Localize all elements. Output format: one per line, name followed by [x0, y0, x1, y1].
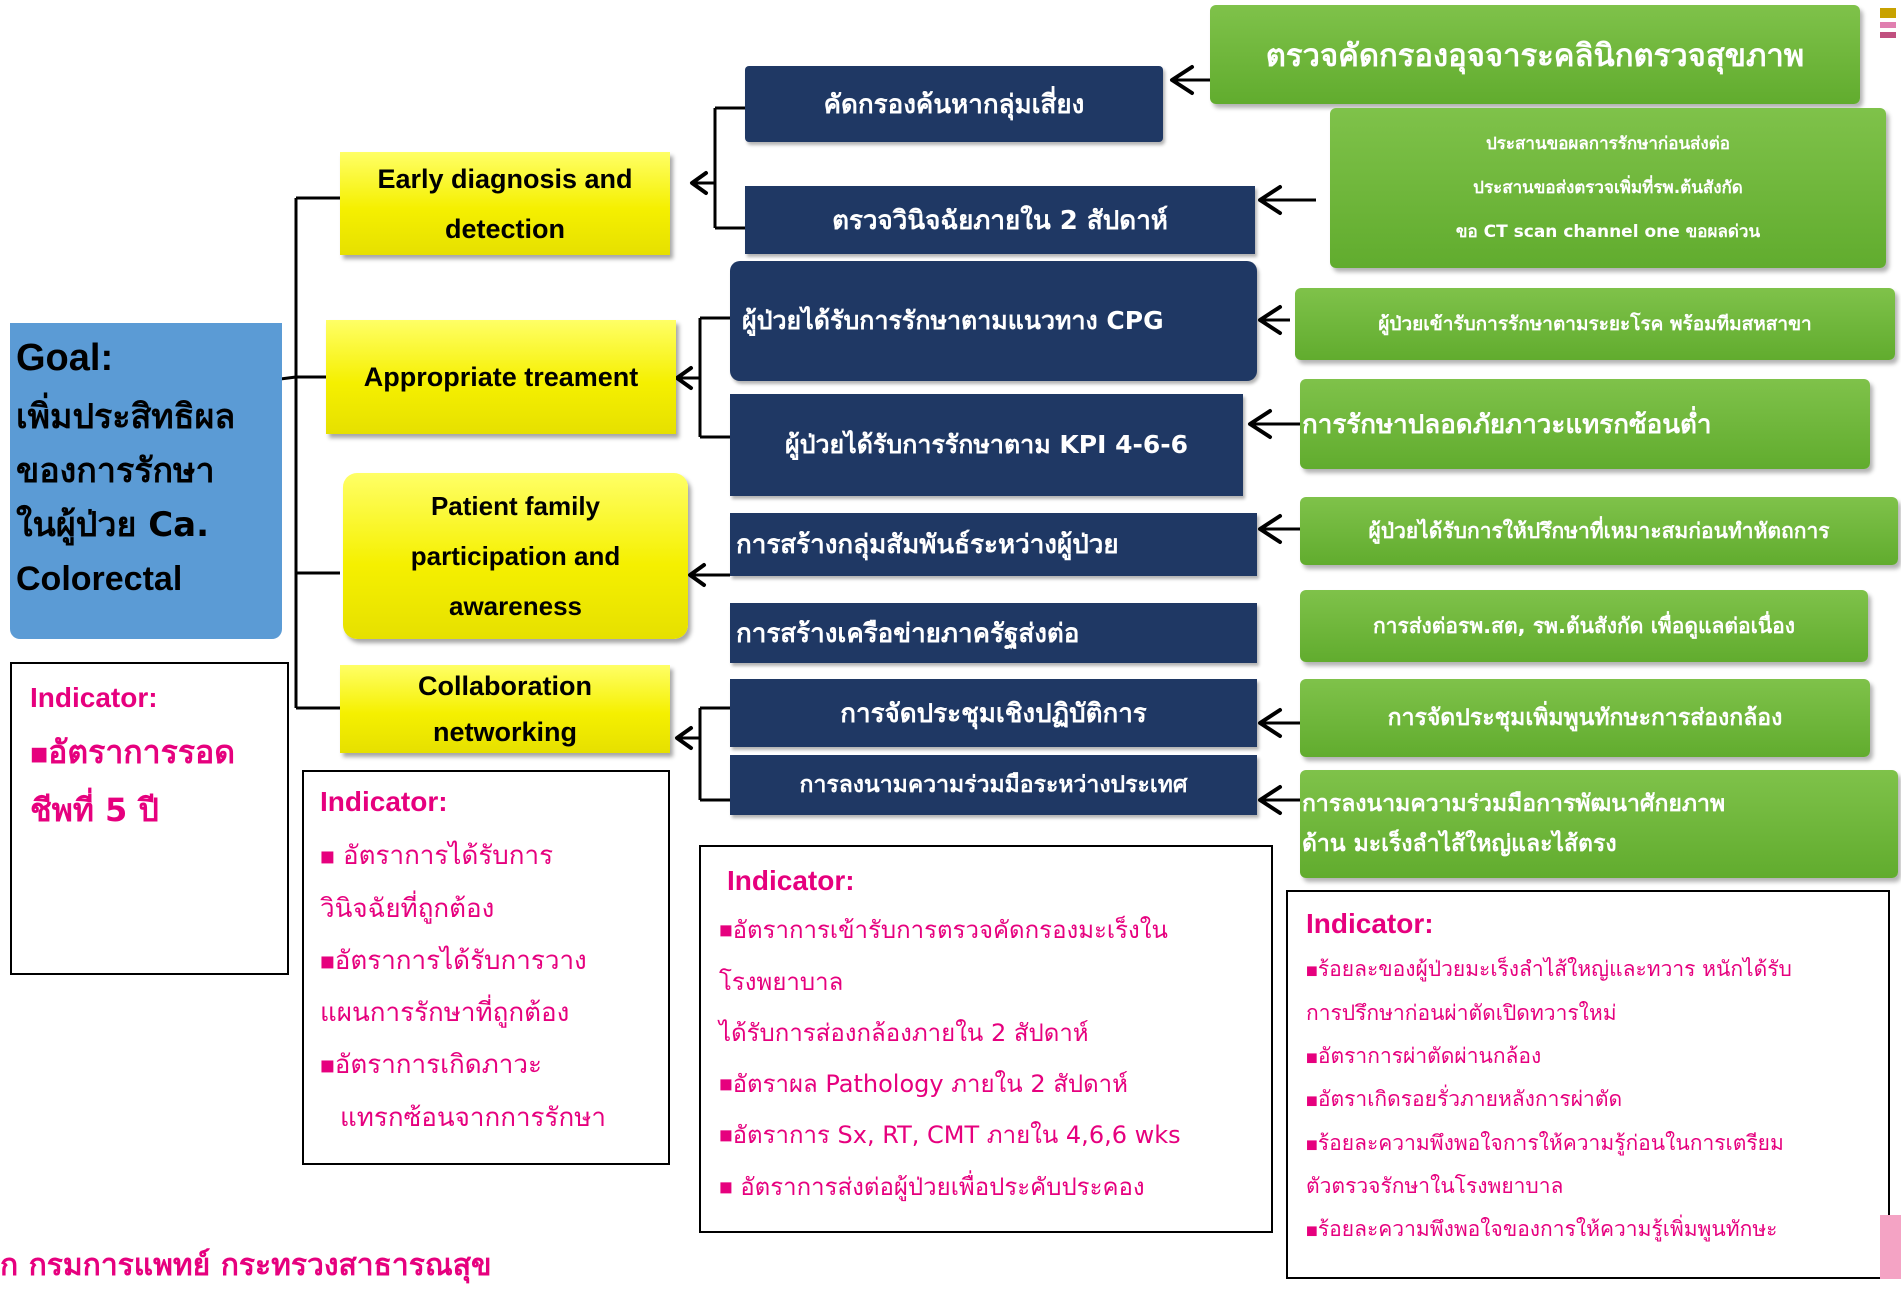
indicator-line: ชีพที่ 5 ปี — [30, 791, 159, 829]
indicator-line: ■อัตราการรอด — [30, 733, 236, 771]
action-diagnosis-2wk: ตรวจวินิจฉัยภายใน 2 สัปดาห์ — [745, 186, 1255, 254]
goal-line: เพิ่มประสิทธิผล — [16, 397, 236, 437]
detail-line: ประสานขอผลการรักษาก่อนส่งต่อ — [1485, 134, 1730, 154]
strategy-appropriate-treatment: Appropriate treament — [326, 320, 676, 434]
indicator-line: การปรึกษาก่อนผ่าตัดเปิดทวารใหม่ — [1306, 1000, 1617, 1025]
indicator-line: ■ร้อยละความพึงพอใจของการให้ความรู้เพิ่มพ… — [1306, 1217, 1778, 1241]
indicator-line: แทรกซ้อนจากการรักษา — [340, 1102, 606, 1133]
goal-line: ในผู้ป่วย Ca. — [16, 505, 210, 545]
indicator-box-networking: Indicator: ■ร้อยละของผู้ป่วยมะเร็งลำไส้ใ… — [1286, 890, 1890, 1279]
logo-icon — [1878, 6, 1898, 44]
detail-screening-clinic: ตรวจคัดกรองอุจจาระคลินิกตรวจสุขภาพ — [1210, 5, 1860, 104]
strategy-label: Appropriate treament — [363, 362, 639, 392]
indicator-heading: Indicator: — [320, 786, 448, 817]
indicator-line: ■อัตราการได้รับการวาง — [320, 945, 587, 976]
indicator-heading: Indicator: — [1306, 908, 1434, 939]
strategy-label: Early diagnosis and detection — [377, 163, 633, 244]
detail-multidisciplinary: ผู้ป่วยเข้ารับการรักษาตามระยะโรค พร้อมที… — [1295, 288, 1895, 360]
footer-organization: ก กรมการแพทย์ กระทรวงสาธารณสุข — [0, 1248, 492, 1283]
strategy-label: Collaboration networking — [418, 671, 592, 747]
action-cpg-treatment: ผู้ป่วยได้รับการรักษาตามแนวทาง CPG — [730, 261, 1257, 381]
goal-indicator-box: Indicator: ■อัตราการรอด ชีพที่ 5 ปี — [10, 662, 289, 975]
detail-referral: การส่งต่อรพ.สต, รพ.ต้นสังกัด เพื่อดูแลต่… — [1300, 590, 1868, 662]
detail-line: การจัดประชุมเพิ่มพูนทักษะการส่องกล้อง — [1387, 705, 1783, 731]
indicator-line: ■ร้อยละของผู้ป่วยมะเร็งลำไส้ใหญ่และทวาร … — [1306, 957, 1792, 981]
strategy-early-diagnosis: Early diagnosis and detection — [340, 152, 670, 255]
indicator-line: ■อัตราการ Sx, RT, CMT ภายใน 4,6,6 wks — [719, 1121, 1181, 1149]
indicator-line: แผนการรักษาที่ถูกต้อง — [320, 998, 570, 1028]
action-international-mou: การลงนามความร่วมมือระหว่างประเทศ — [730, 755, 1257, 815]
action-kpi-treatment: ผู้ป่วยได้รับการรักษาตาม KPI 4-6-6 — [730, 394, 1243, 496]
strategy-collaboration: Collaboration networking — [340, 665, 670, 753]
strategy-patient-family: Patient family participation and awarene… — [343, 473, 688, 639]
action-patient-group: การสร้างกลุ่มสัมพันธ์ระหว่างผู้ป่วย — [730, 513, 1257, 576]
detail-line: ประสานขอส่งตรวจเพิ่มที่รพ.ต้นสังกัด — [1473, 178, 1743, 198]
indicator-box-treatment: Indicator: ■อัตราการเข้ารับการตรวจคัดกรอ… — [699, 845, 1273, 1233]
action-public-network: การสร้างเครือข่ายภาครัฐส่งต่อ — [730, 603, 1257, 663]
detail-mou: การลงนามความร่วมมือการพัฒนาศักยภาพ ด้าน … — [1300, 770, 1898, 878]
detail-counseling: ผู้ป่วยได้รับการให้ปรึกษาที่เหมาะสมก่อนท… — [1300, 497, 1898, 565]
indicator-line: ■ร้อยละความพึงพอใจการให้ความรู้ก่อนในการ… — [1306, 1130, 1784, 1155]
indicator-line: โรงพยาบาล — [719, 967, 844, 996]
indicator-line: ■อัตราเกิดรอยรั่วภายหลังการผ่าตัด — [1306, 1087, 1623, 1111]
indicator-heading: Indicator: — [727, 865, 855, 896]
indicator-line: ■อัตราการเกิดภาวะ — [320, 1050, 542, 1080]
indicator-line: ■อัตราการเข้ารับการตรวจคัดกรองมะเร็งใน — [719, 916, 1168, 944]
detail-line: ด้าน มะเร็งลำไส้ใหญ่และไส้ตรง — [1302, 831, 1617, 857]
strategy-label: Patient family participation and awarene… — [410, 491, 621, 621]
action-workshop: การจัดประชุมเชิงปฏิบัติการ — [730, 679, 1257, 747]
goal-line: Colorectal — [16, 560, 183, 598]
indicator-line: ■ อัตราการส่งต่อผู้ป่วยเพื่อประคับประคอง — [719, 1172, 1145, 1201]
detail-coordination: ประสานขอผลการรักษาก่อนส่งต่อ ประสานขอส่ง… — [1330, 108, 1886, 268]
indicator-heading: Indicator: — [30, 682, 158, 713]
corner-accent — [1880, 1215, 1901, 1279]
detail-line: การลงนามความร่วมมือการพัฒนาศักยภาพ — [1302, 791, 1726, 817]
detail-endoscopy-training: การจัดประชุมเพิ่มพูนทักษะการส่องกล้อง — [1300, 679, 1870, 757]
indicator-line: วินิจฉัยที่ถูกต้อง — [320, 893, 495, 924]
indicator-line: ■อัตราผล Pathology ภายใน 2 สัปดาห์ — [719, 1069, 1128, 1098]
detail-line: ขอ CT scan channel one ขอผลด่วน — [1455, 222, 1761, 242]
indicator-line: ได้รับการส่องกล้องภายใน 2 สัปดาห์ — [719, 1018, 1089, 1047]
indicator-box-diagnosis: Indicator: ■ อัตราการได้รับการ วินิจฉัยท… — [302, 770, 670, 1165]
goal-line: ของการรักษา — [16, 451, 215, 491]
goal-box: Goal: เพิ่มประสิทธิผล ของการรักษา ในผู้ป… — [10, 323, 282, 639]
detail-safe-treatment: การรักษาปลอดภัยภาวะแทรกซ้อนต่ำ — [1300, 379, 1870, 469]
indicator-line: ■ อัตราการได้รับการ — [320, 841, 554, 871]
indicator-line: ตัวตรวจรักษาในโรงพยาบาล — [1306, 1174, 1564, 1198]
action-screening: คัดกรองค้นหากลุ่มเสี่ยง — [745, 66, 1163, 142]
goal-heading: Goal: — [16, 337, 114, 379]
indicator-line: ■อัตราการผ่าตัดผ่านกล้อง — [1306, 1043, 1542, 1068]
